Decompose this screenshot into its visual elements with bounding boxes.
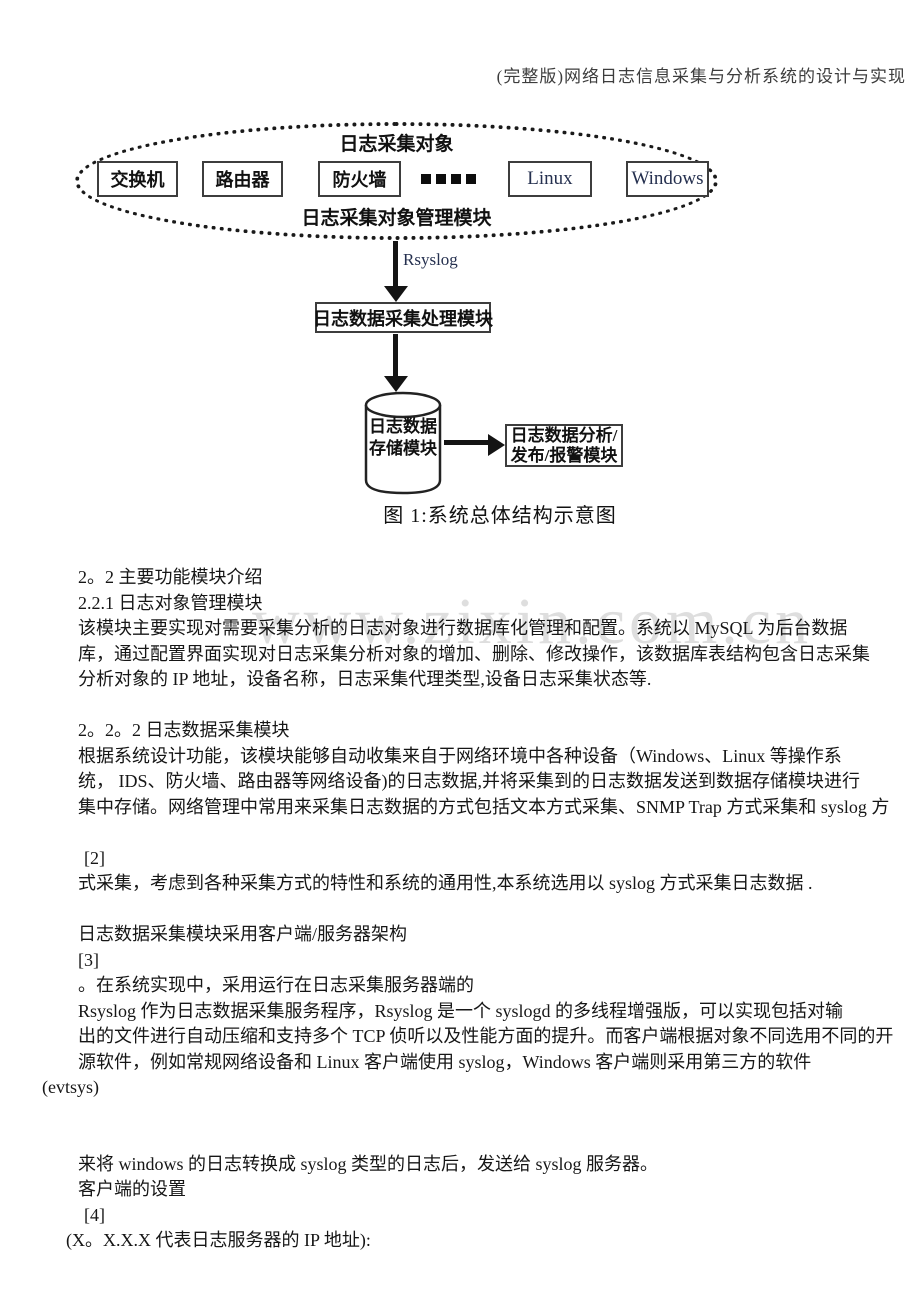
text-line bbox=[78, 1101, 910, 1127]
text-line: (X。X.X.X 代表日志服务器的 IP 地址): bbox=[66, 1230, 371, 1250]
text-line: 根据系统设计功能，该模块能够自动收集来自于网络环境中各种设备（Windows、L… bbox=[78, 745, 842, 766]
analysis-label-line2: 发布/报警模块 bbox=[510, 445, 618, 465]
text-line: [2] bbox=[84, 847, 105, 868]
document-header: (完整版)网络日志信息采集与分析系统的设计与实现 bbox=[496, 67, 906, 86]
ellipse-bottom-label: 日志采集对象管理模块 bbox=[301, 208, 492, 229]
dot-square bbox=[451, 174, 461, 184]
text-line bbox=[78, 693, 910, 719]
body-text: 2。2 主要功能模块介绍 2.2.1 日志对象管理模块该模块主要实现对需要采集分析… bbox=[42, 565, 910, 1254]
text-line: 。在系统实现中，采用运行在日志采集服务器端的 bbox=[78, 975, 474, 995]
text-line: 源软件，例如常规网络设备和 Linux 客户端使用 syslog，Windows… bbox=[78, 1051, 812, 1072]
dot-square bbox=[466, 174, 476, 184]
device-box-firewall: 防火墙 bbox=[318, 161, 401, 197]
text-line: 2。2。2 日志数据采集模块 bbox=[78, 720, 290, 740]
device-box-router: 路由器 bbox=[202, 161, 283, 197]
text-line: 统， IDS、防火墙、路由器等网络设备)的日志数据,并将采集到的日志数据发送到数… bbox=[78, 771, 860, 791]
text-line bbox=[78, 897, 910, 923]
text-line bbox=[78, 1126, 910, 1152]
arrow-line-down-2 bbox=[393, 334, 398, 377]
arrow-line-right bbox=[444, 440, 489, 445]
watermark-text: www.zixin.com.cn bbox=[252, 585, 813, 658]
text-line: 客户端的设置 bbox=[78, 1179, 186, 1199]
collect-process-module-box: 日志数据采集处理模块 bbox=[313, 302, 493, 333]
storage-module-label: 日志数据 存储模块 bbox=[363, 416, 443, 460]
dot-square bbox=[436, 174, 446, 184]
text-line: 分析对象的 IP 地址，设备名称，日志采集代理类型,设备日志采集状态等. bbox=[78, 669, 652, 689]
text-line: 日志数据采集模块采用客户端/服务器架构 bbox=[78, 924, 407, 944]
text-line: [3] bbox=[78, 949, 99, 970]
text-line: 2。2 主要功能模块介绍 bbox=[78, 567, 263, 587]
storage-label-line2: 存储模块 bbox=[369, 439, 437, 458]
rsyslog-arrow-label: Rsyslog bbox=[403, 250, 458, 269]
log-objects-ellipse bbox=[75, 122, 718, 240]
device-box-linux: Linux bbox=[508, 161, 592, 197]
text-line: 来将 windows 的日志转换成 syslog 类型的日志后，发送给 sysl… bbox=[78, 1153, 659, 1174]
arrow-head-down-2 bbox=[384, 376, 408, 392]
ellipse-top-label: 日志采集对象 bbox=[339, 134, 454, 155]
text-line: 集中存储。网络管理中常用来采集日志数据的方式包括文本方式采集、SNMP Trap… bbox=[78, 796, 890, 817]
text-line: (evtsys) bbox=[42, 1077, 99, 1097]
arrow-head-right bbox=[488, 434, 505, 456]
device-box-switch: 交换机 bbox=[97, 161, 178, 197]
analysis-label-line1: 日志数据分析/ bbox=[510, 425, 618, 445]
text-line: 库，通过配置界面实现对日志采集分析对象的增加、删除、修改操作，该数据库表结构包含… bbox=[78, 643, 870, 664]
arrow-line-down-1 bbox=[393, 241, 398, 287]
ellipsis-dots bbox=[421, 174, 476, 184]
text-line: 该模块主要实现对需要采集分析的日志对象进行数据库化管理和配置。系统以 MySQL… bbox=[78, 618, 848, 638]
text-line: 式采集，考虑到各种采集方式的特性和系统的通用性,本系统选用以 syslog 方式… bbox=[78, 873, 813, 893]
text-line: Rsyslog 作为日志数据采集服务程序，Rsyslog 是一个 syslogd… bbox=[78, 1000, 844, 1021]
analysis-alert-module-box: 日志数据分析/ 发布/报警模块 bbox=[505, 424, 623, 467]
device-box-windows: Windows bbox=[626, 161, 709, 197]
text-line bbox=[78, 820, 910, 846]
storage-cylinder bbox=[364, 391, 442, 495]
figure-caption: 图 1:系统总体结构示意图 bbox=[383, 505, 617, 527]
arrow-head-down-1 bbox=[384, 286, 408, 302]
dot-square bbox=[421, 174, 431, 184]
storage-label-line1: 日志数据 bbox=[369, 417, 437, 436]
text-line: 出的文件进行自动压缩和支持多个 TCP 侦听以及性能方面的提升。而客户端根据对象… bbox=[78, 1026, 894, 1046]
text-line: [4] bbox=[84, 1204, 105, 1225]
text-line: 2.2.1 日志对象管理模块 bbox=[78, 592, 263, 613]
